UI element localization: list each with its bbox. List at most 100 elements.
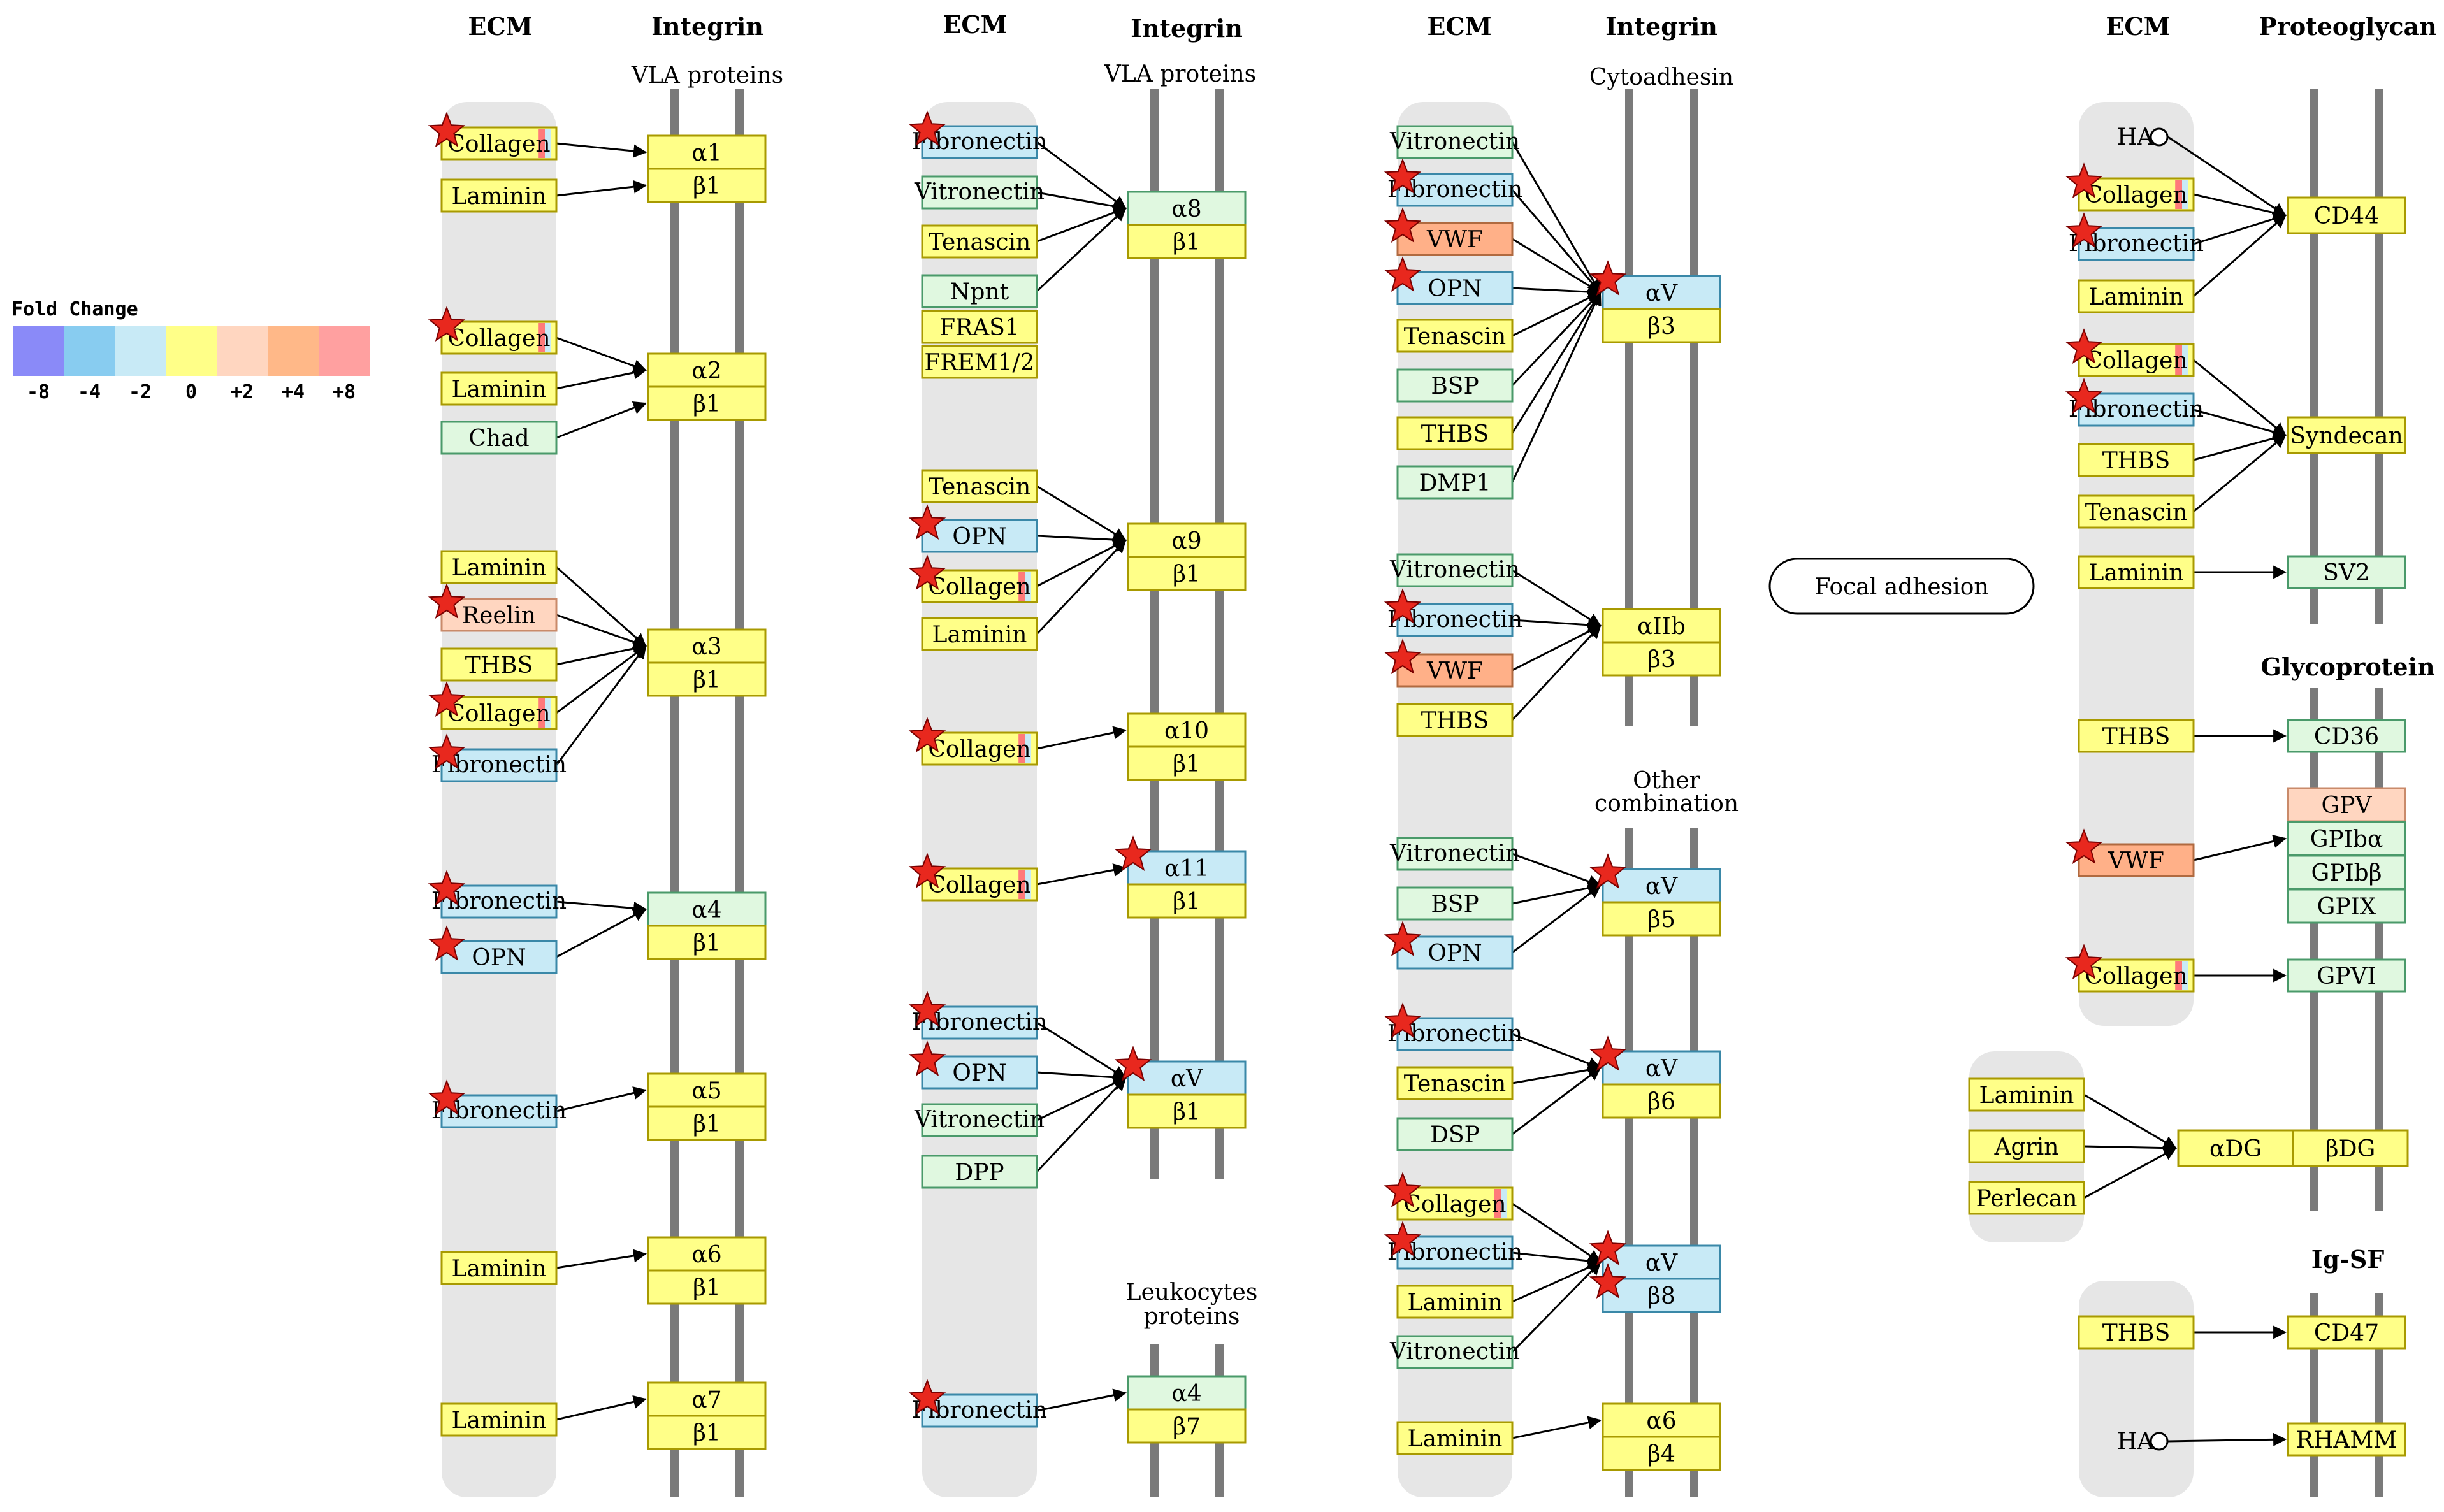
node-box[interactable] [440, 371, 558, 406]
node-c3-vitronectin4[interactable]: Vitronectin [1389, 1335, 1520, 1369]
node-c4-agrin[interactable]: Agrin [1968, 1129, 2085, 1163]
node-box[interactable] [2287, 1315, 2406, 1350]
node-box[interactable] [921, 519, 1038, 553]
node-box[interactable] [2287, 888, 2406, 924]
node-box[interactable] [1396, 319, 1514, 353]
node-box[interactable] [921, 310, 1038, 344]
node-box[interactable] [440, 178, 558, 213]
node-box[interactable] [1396, 886, 1514, 921]
node-c2-collagen1[interactable]: Collagen [921, 569, 1038, 603]
node-box[interactable] [1602, 1083, 1721, 1119]
node-c4-collagen1[interactable]: Collagen [2078, 177, 2195, 212]
node-i2-a11[interactable]: α11 [1127, 850, 1247, 886]
node-box[interactable] [921, 1055, 1038, 1090]
node-box[interactable] [647, 925, 767, 960]
node-r4-gpiba[interactable]: GPIbα [2287, 821, 2406, 856]
node-box[interactable] [647, 1269, 767, 1305]
node-i2-b1c[interactable]: β1 [1127, 745, 1247, 781]
node-r4-gpibb[interactable]: GPIbβ [2287, 854, 2406, 890]
node-box[interactable] [1602, 1402, 1721, 1438]
node-r4-adg[interactable]: αDG [2177, 1129, 2294, 1167]
node-c3-dsp[interactable]: DSP [1396, 1117, 1514, 1151]
node-i3-b3b[interactable]: β3 [1602, 641, 1721, 677]
node-box[interactable] [647, 1236, 767, 1272]
node-box[interactable] [921, 1393, 1038, 1428]
node-box[interactable] [440, 884, 558, 919]
node-box[interactable] [440, 748, 558, 782]
node-box[interactable] [1396, 1186, 1514, 1221]
node-box[interactable] [1396, 416, 1514, 450]
node-r4-bdg[interactable]: βDG [2292, 1129, 2409, 1167]
node-c3-laminin1[interactable]: Laminin [1396, 1285, 1514, 1319]
node-box[interactable] [921, 867, 1038, 902]
node-box[interactable] [2287, 555, 2406, 589]
node-box[interactable] [1127, 224, 1247, 259]
node-c1-reelin[interactable]: Reelin [440, 598, 558, 632]
node-i3-av4[interactable]: αV [1602, 1244, 1721, 1280]
node-box[interactable] [1396, 837, 1514, 871]
node-i2-av[interactable]: αV [1127, 1060, 1247, 1096]
node-i1-a1[interactable]: α1 [647, 134, 767, 170]
node-i3-a6[interactable]: α6 [1602, 1402, 1721, 1438]
node-i3-b4[interactable]: β4 [1602, 1436, 1721, 1471]
node-box[interactable] [440, 320, 558, 355]
node-box[interactable] [440, 647, 558, 682]
node-box[interactable] [440, 550, 558, 584]
node-c4-vwf[interactable]: VWF [2078, 843, 2195, 877]
node-box[interactable] [440, 421, 558, 455]
node-box[interactable] [2078, 843, 2195, 877]
node-box[interactable] [1396, 1235, 1514, 1270]
node-box[interactable] [1396, 703, 1514, 737]
node-i1-b1e[interactable]: β1 [647, 1105, 767, 1141]
node-i3-aiib[interactable]: αIIb [1602, 608, 1721, 644]
node-box[interactable] [440, 940, 558, 974]
node-box[interactable] [2078, 494, 2195, 529]
node-c2-opn2[interactable]: OPN [921, 1055, 1038, 1090]
node-c1-collagen1[interactable]: Collagen [440, 126, 558, 161]
node-box[interactable] [1127, 850, 1247, 886]
node-box[interactable] [647, 1381, 767, 1417]
node-box[interactable] [921, 731, 1038, 766]
node-box[interactable] [1396, 553, 1514, 587]
node-box[interactable] [921, 1103, 1038, 1137]
node-box[interactable] [2078, 719, 2195, 753]
node-box[interactable] [1602, 901, 1721, 937]
node-box[interactable] [2287, 854, 2406, 890]
node-box[interactable] [2078, 177, 2195, 212]
node-box[interactable] [921, 125, 1038, 159]
node-box[interactable] [1127, 1408, 1247, 1444]
node-box[interactable] [2078, 343, 2195, 377]
node-c2-tenascin1[interactable]: Tenascin [921, 224, 1038, 259]
node-c4-tenascin[interactable]: Tenascin [2078, 494, 2195, 529]
node-box[interactable] [2078, 227, 2195, 261]
node-box[interactable] [440, 1402, 558, 1437]
node-c1-thbs[interactable]: THBS [440, 647, 558, 682]
node-c4-thbs1[interactable]: THBS [2078, 443, 2195, 477]
node-box[interactable] [1396, 173, 1514, 207]
node-box[interactable] [921, 274, 1038, 308]
node-box[interactable] [1127, 1060, 1247, 1096]
node-i2-a10[interactable]: α10 [1127, 712, 1247, 748]
node-box[interactable] [2287, 787, 2406, 823]
node-box[interactable] [2078, 443, 2195, 477]
node-box[interactable] [1602, 641, 1721, 677]
node-c2-freml2[interactable]: FREM1/2 [921, 345, 1038, 379]
node-c4-perlecan[interactable]: Perlecan [1968, 1181, 2085, 1215]
node-box[interactable] [1602, 308, 1721, 343]
node-c2-npnt[interactable]: Npnt [921, 274, 1038, 308]
node-box[interactable] [440, 696, 558, 730]
node-c1-fibronectin1[interactable]: Fibronectin [431, 748, 567, 782]
node-box[interactable] [1396, 603, 1514, 637]
node-i1-b1b[interactable]: β1 [647, 385, 767, 421]
node-box[interactable] [1602, 1050, 1721, 1086]
node-c3-vitronectin1[interactable]: Vitronectin [1389, 125, 1520, 159]
node-r4-gpvi[interactable]: GPVI [2287, 958, 2406, 993]
node-box[interactable] [647, 1415, 767, 1450]
node-c2-fras1[interactable]: FRAS1 [921, 310, 1038, 344]
node-i2-a9[interactable]: α9 [1127, 522, 1247, 558]
node-box[interactable] [1968, 1181, 2085, 1215]
node-c1-laminin1[interactable]: Laminin [440, 178, 558, 213]
node-i1-a2[interactable]: α2 [647, 352, 767, 388]
node-box[interactable] [647, 628, 767, 664]
node-c3-thbs1[interactable]: THBS [1396, 416, 1514, 450]
